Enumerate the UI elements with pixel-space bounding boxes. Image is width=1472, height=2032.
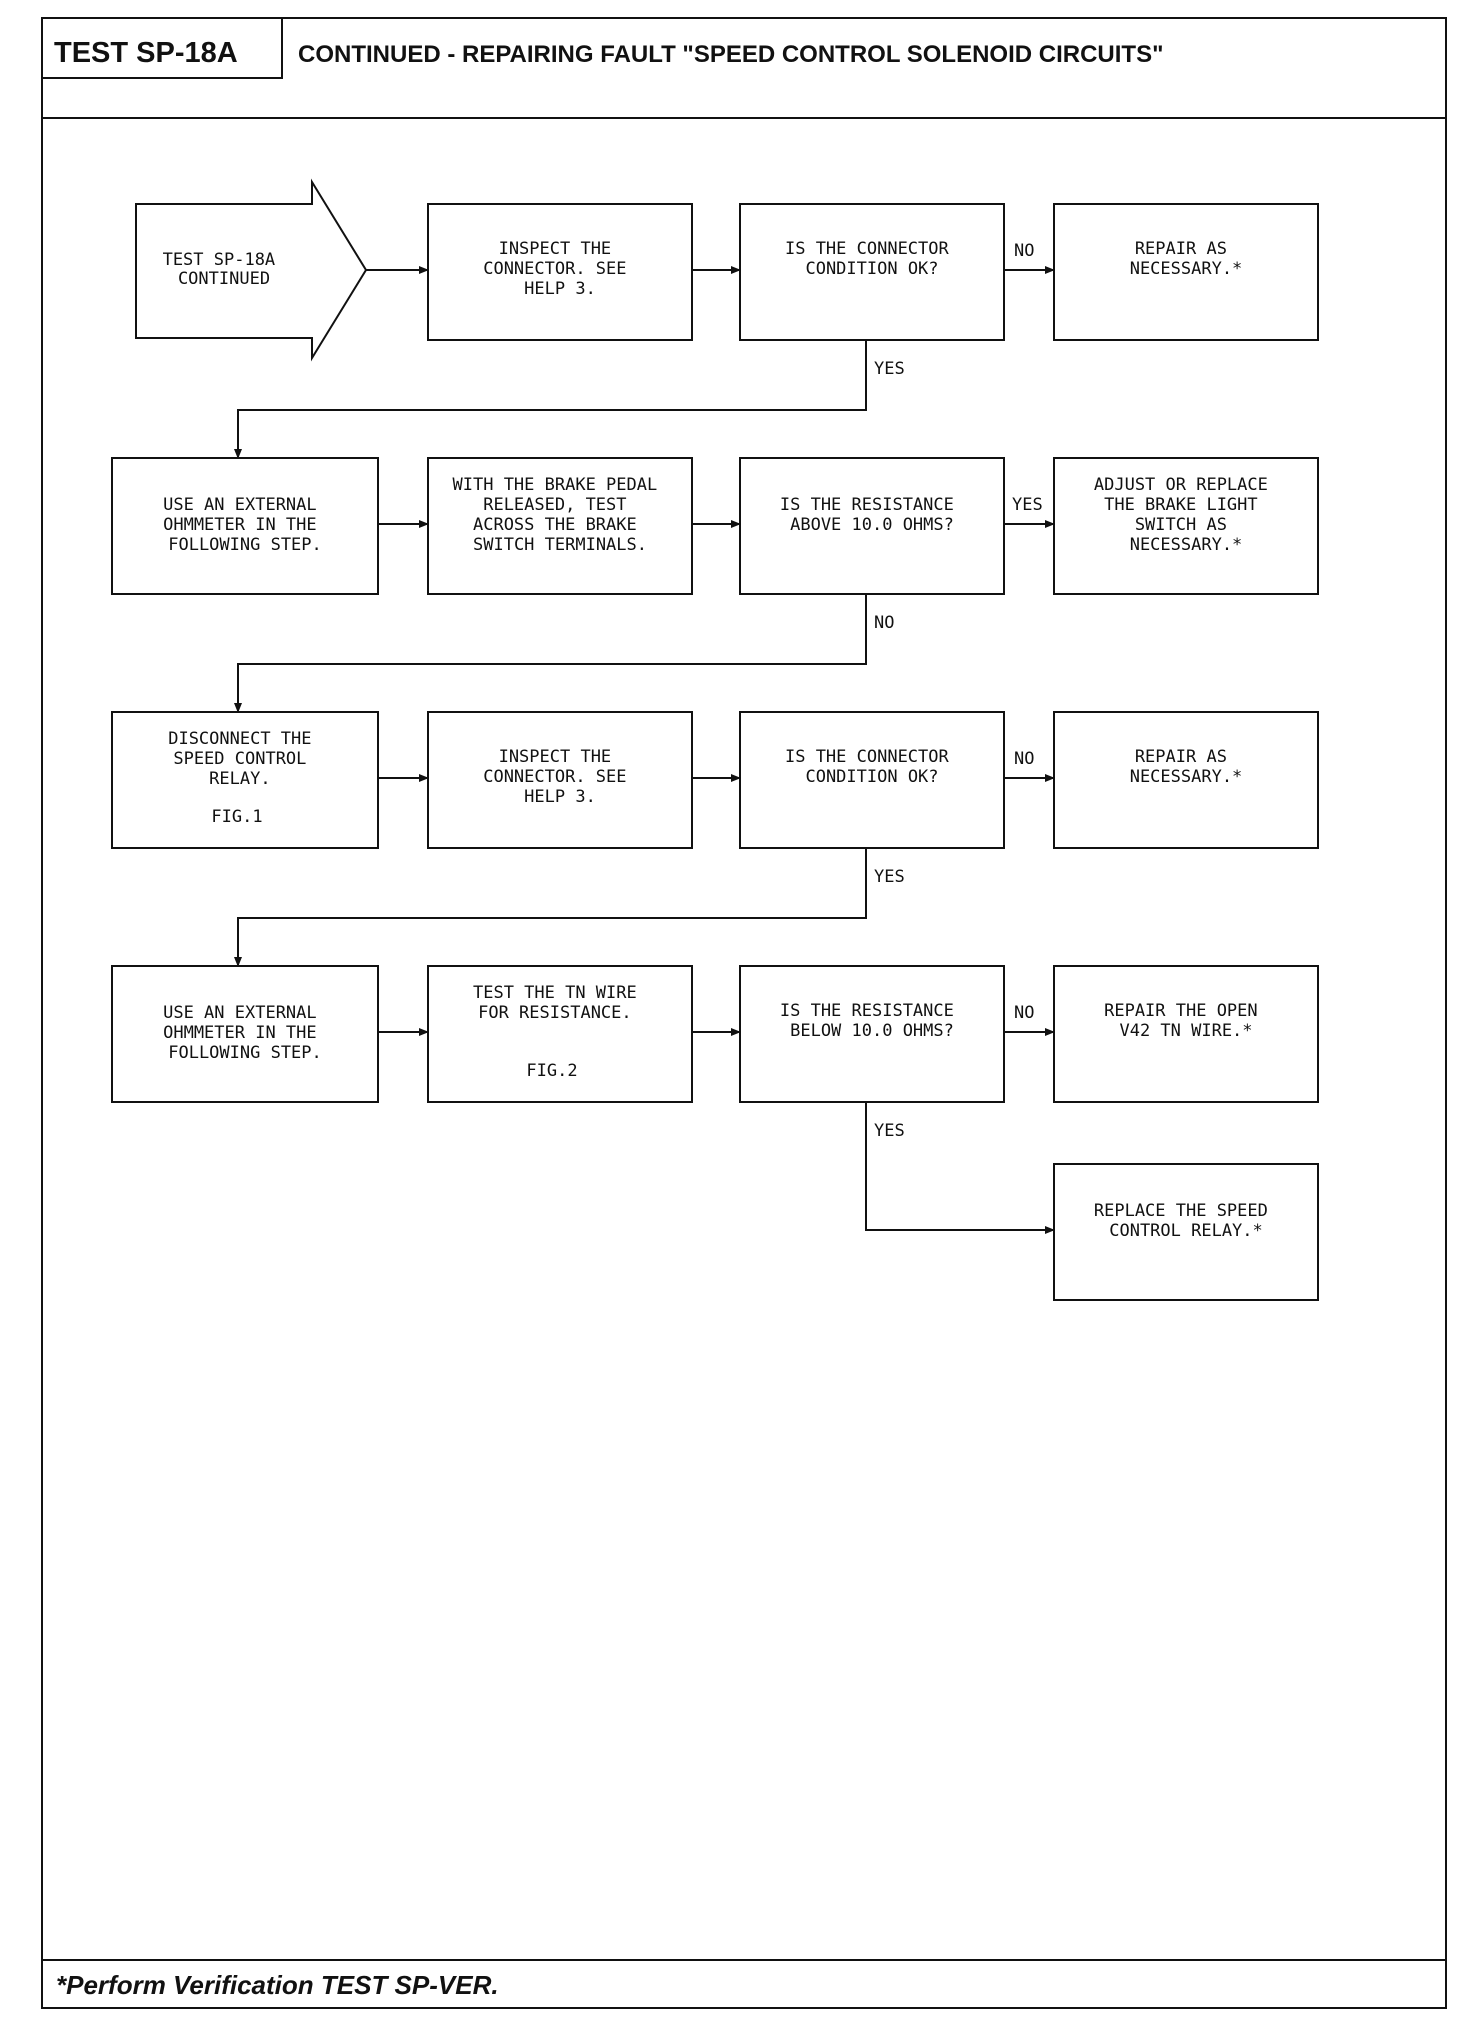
resistance-below-question-text: IS THE RESISTANCE BELOW 10.0 OHMS? bbox=[780, 1001, 964, 1041]
entry-text: TEST SP-18A CONTINUED bbox=[163, 250, 286, 289]
resistance-below-question-box bbox=[739, 965, 1005, 1103]
replace-relay-box bbox=[1053, 1163, 1319, 1301]
resistance-above-question-text: IS THE RESISTANCE ABOVE 10.0 OHMS? bbox=[780, 495, 964, 535]
repair-as-necessary-box bbox=[1053, 711, 1319, 849]
adjust-brake-switch-box bbox=[1053, 457, 1319, 595]
inspect-connector-text: INSPECT THE CONNECTOR. SEE HELP 3. bbox=[483, 239, 637, 299]
brake-switch-test-text: WITH THE BRAKE PEDAL RELEASED, TEST ACRO… bbox=[453, 475, 668, 555]
connector-no-to-row3 bbox=[234, 594, 867, 713]
page-title: CONTINUED - REPAIRING FAULT "SPEED CONTR… bbox=[298, 41, 1163, 68]
no-label: NO bbox=[1014, 241, 1034, 261]
repair-as-necessary-text: REPAIR AS NECESSARY.* bbox=[1130, 239, 1243, 279]
yes-label: YES bbox=[874, 867, 905, 887]
test-id: TEST SP-18A bbox=[54, 37, 238, 69]
connector-yes-to-replace bbox=[865, 1102, 1055, 1234]
connector-ok-question-text: IS THE CONNECTOR CONDITION OK? bbox=[785, 239, 959, 279]
page-frame bbox=[41, 17, 1447, 2009]
connector-yes-to-row4 bbox=[234, 848, 867, 967]
test-id-box bbox=[41, 17, 283, 79]
footer-note: *Perform Verification TEST SP-VER. bbox=[56, 1970, 499, 2000]
adjust-brake-switch-text: ADJUST OR REPLACE THE BRAKE LIGHT SWITCH… bbox=[1094, 475, 1278, 555]
yes-label: YES bbox=[874, 359, 905, 379]
no-label: NO bbox=[1014, 1003, 1034, 1023]
yes-label: YES bbox=[1012, 495, 1043, 515]
replace-relay-text: REPLACE THE SPEED CONTROL RELAY.* bbox=[1094, 1201, 1278, 1241]
inspect-connector-text: INSPECT THE CONNECTOR. SEE HELP 3. bbox=[483, 747, 637, 807]
repair-open-wire-text: REPAIR THE OPEN V42 TN WIRE.* bbox=[1104, 1001, 1268, 1041]
test-tn-wire-text: TEST THE TN WIRE FOR RESISTANCE. FIG.2 bbox=[473, 983, 647, 1081]
use-ohmmeter-box bbox=[111, 457, 379, 595]
repair-as-necessary-box bbox=[1053, 203, 1319, 341]
repair-open-wire-box bbox=[1053, 965, 1319, 1103]
repair-as-necessary-text: REPAIR AS NECESSARY.* bbox=[1130, 747, 1243, 787]
entry-arrow bbox=[135, 178, 368, 362]
connector-ok-question-text: IS THE CONNECTOR CONDITION OK? bbox=[785, 747, 959, 787]
disconnect-relay-box bbox=[111, 711, 379, 849]
use-ohmmeter-text: USE AN EXTERNAL OHMMETER IN THE FOLLOWIN… bbox=[163, 495, 327, 555]
brake-switch-test-box bbox=[427, 457, 693, 595]
resistance-above-question-box bbox=[739, 457, 1005, 595]
yes-label: YES bbox=[874, 1121, 905, 1141]
disconnect-relay-text: DISCONNECT THE SPEED CONTROL RELAY. FIG.… bbox=[168, 729, 322, 827]
use-ohmmeter-box bbox=[111, 965, 379, 1103]
no-label: NO bbox=[1014, 749, 1034, 769]
connector-ok-question-box bbox=[739, 711, 1005, 849]
connector-yes-to-row2 bbox=[234, 340, 867, 459]
use-ohmmeter-text: USE AN EXTERNAL OHMMETER IN THE FOLLOWIN… bbox=[163, 1003, 327, 1063]
inspect-connector-box bbox=[427, 711, 693, 849]
connector-ok-question-box bbox=[739, 203, 1005, 341]
no-label: NO bbox=[874, 613, 894, 633]
inspect-connector-box bbox=[427, 203, 693, 341]
